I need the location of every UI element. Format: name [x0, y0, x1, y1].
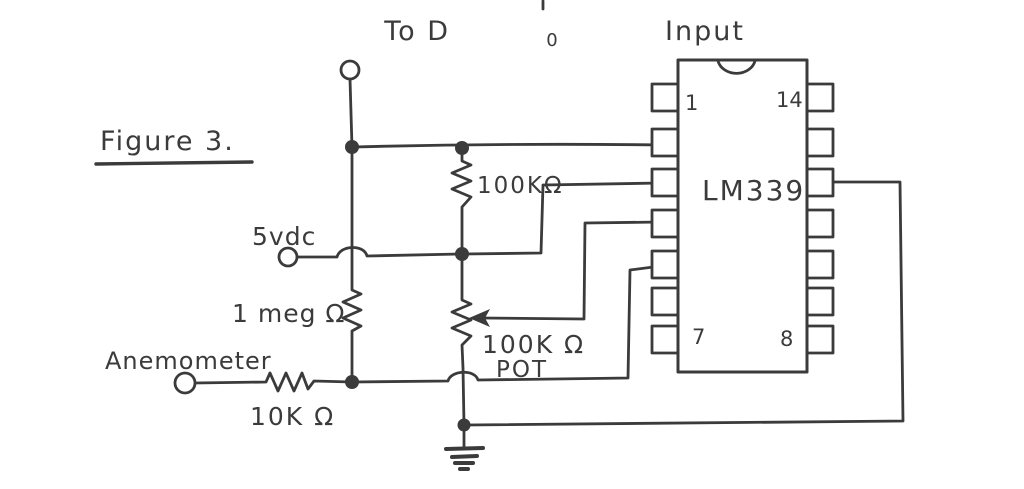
pullup-resistor-label: 100KΩ — [477, 173, 564, 199]
vcc-label: 5vdc — [252, 222, 316, 251]
pot-caption-label: POT — [496, 357, 548, 383]
feedback-resistor — [341, 145, 363, 384]
ic-pin-left-2 — [650, 127, 680, 158]
d0-input-label-sub: 0 — [546, 30, 559, 51]
wire-anemometer-to-pin5 — [350, 264, 663, 384]
junction-dot-vcc-node — [455, 247, 469, 261]
figure-label: Figure 3. — [100, 126, 235, 157]
d0-input-label: To D 0 Input — [289, 16, 819, 53]
wire-output-rail — [350, 142, 663, 149]
pin-8-label: 8 — [780, 327, 793, 351]
terminal-d0 — [339, 59, 361, 81]
wire-d0-stem — [348, 77, 354, 149]
input-resistor-label: 10K Ω — [250, 402, 335, 431]
input-resistor — [193, 371, 354, 393]
pin-14-label: 14 — [776, 88, 803, 112]
junction-dots — [345, 140, 490, 432]
d0-input-label-prefix: To D — [383, 16, 450, 47]
ic-pin-right-13 — [805, 127, 835, 158]
ic-pin-left-3 — [650, 167, 680, 198]
ic-name-label: LM339 — [702, 174, 805, 207]
figure-label-underline — [94, 160, 254, 166]
ic-pin-left-1 — [650, 82, 680, 113]
pot-resistor — [450, 252, 473, 427]
wire-wiper-to-pin4 — [481, 220, 663, 321]
ic-pin-right-11 — [805, 208, 835, 239]
ic-pin-left-5 — [650, 249, 680, 280]
terminal-vcc — [277, 246, 299, 268]
wire-pin12-to-ground — [464, 180, 905, 427]
ink-layer — [94, 0, 905, 471]
ground-bar-2 — [450, 454, 479, 459]
wire-vcc — [295, 246, 462, 259]
ic-pin-right-14 — [805, 82, 835, 113]
ic-pin-right-9 — [805, 286, 835, 317]
ic-pin-left-4 — [650, 208, 680, 239]
ic-pin-left-6 — [650, 286, 680, 317]
ic-pin-right-8 — [805, 324, 835, 355]
ic-package — [650, 58, 835, 374]
ic-notch — [716, 59, 757, 75]
junction-dot-pullup-top — [455, 141, 469, 155]
ground-symbol — [444, 423, 485, 471]
pin-1-label: 1 — [685, 91, 698, 115]
ic-body — [676, 58, 809, 374]
ic-pin-left-7 — [650, 324, 680, 355]
junction-dot-anemometer-node — [345, 375, 359, 389]
terminal-anemometer — [173, 371, 197, 395]
ic-pin-right-12 — [805, 167, 835, 198]
wire-vcc-to-pin3 — [462, 181, 663, 256]
pot-value-label: 100K Ω — [482, 330, 585, 359]
junction-dot-output-rail — [345, 140, 359, 154]
junction-dot-ground-node — [457, 418, 471, 432]
feedback-resistor-label: 1 meg Ω — [232, 299, 346, 328]
anemometer-label: Anemometer — [105, 347, 272, 375]
d0-input-label-suffix: Input — [665, 16, 745, 47]
wiper-arrowhead — [469, 309, 490, 327]
pullup-resistor — [450, 146, 473, 256]
ground-bar-1 — [444, 446, 485, 451]
labels-layer: Figure 3. To D 0 Input 5vdc 1 meg Ω Anem… — [100, 16, 819, 431]
ic-pin-right-10 — [805, 249, 835, 280]
pin-7-label: 7 — [692, 325, 705, 349]
